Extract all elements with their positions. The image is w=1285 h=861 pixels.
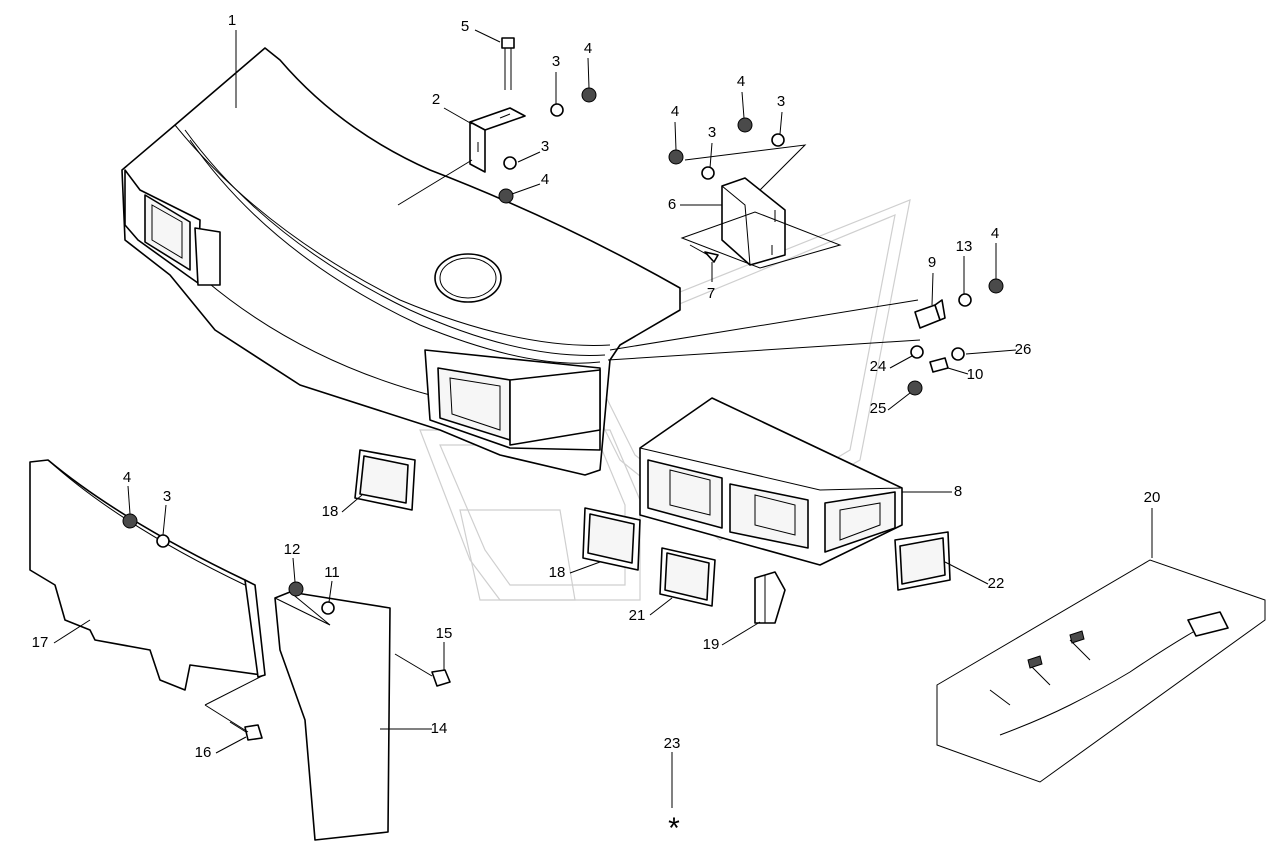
callout-c1: 1 — [228, 12, 236, 29]
callout-c13: 13 — [956, 238, 973, 255]
callout-c5: 5 — [461, 18, 469, 35]
callout-c4c: 4 — [671, 103, 679, 120]
callout-c23: 23 — [664, 735, 681, 752]
callout-c3c: 3 — [708, 124, 716, 141]
callout-c20: 20 — [1144, 489, 1161, 506]
work-light-22 — [894, 531, 951, 591]
callout-c26: 26 — [1015, 341, 1032, 358]
front-panel-part-1 — [121, 47, 681, 476]
callout-c4a: 4 — [584, 40, 592, 57]
bracket-part-6 — [668, 117, 842, 269]
marker-light-19 — [754, 571, 786, 624]
work-light-21 — [659, 547, 716, 607]
callout-c12: 12 — [284, 541, 301, 558]
callout-c19: 19 — [703, 636, 720, 653]
callout-c3a: 3 — [552, 53, 560, 70]
callout-c3b: 3 — [541, 138, 549, 155]
callout-c18b: 18 — [549, 564, 566, 581]
callout-c25: 25 — [870, 400, 887, 417]
callout-c7: 7 — [707, 285, 715, 302]
callout-c8: 8 — [954, 483, 962, 500]
callout-c18a: 18 — [322, 503, 339, 520]
callout-c4d: 4 — [737, 73, 745, 90]
callout-c2: 2 — [432, 91, 440, 108]
callout-c4b: 4 — [541, 171, 549, 188]
callout-c14: 14 — [431, 720, 448, 737]
callout-c17: 17 — [32, 634, 49, 651]
light-housing-part-8 — [639, 397, 903, 566]
callout-c10: 10 — [967, 366, 984, 383]
callout-c6: 6 — [668, 196, 676, 213]
work-light-18b — [582, 507, 641, 571]
callout-c16: 16 — [195, 744, 212, 761]
work-light-18a — [354, 449, 416, 511]
leader-lines — [53, 29, 1153, 808]
asterisk-mark: * — [668, 812, 680, 845]
callout-c4f: 4 — [123, 469, 131, 486]
callout-c3d: 3 — [777, 93, 785, 110]
bracket-part-9 — [607, 278, 1004, 396]
callout-c21: 21 — [629, 607, 646, 624]
side-panel-part-17 — [29, 459, 266, 691]
callout-c24: 24 — [870, 358, 887, 375]
callout-c22: 22 — [988, 575, 1005, 592]
callout-c9: 9 — [928, 254, 936, 271]
callout-c4e: 4 — [991, 225, 999, 242]
callout-c3e: 3 — [163, 488, 171, 505]
callout-c15: 15 — [436, 625, 453, 642]
bracket-part-2 — [397, 37, 597, 206]
side-panel-part-14 — [204, 581, 451, 841]
callout-c11: 11 — [324, 564, 340, 581]
wiring-harness-part-20 — [936, 559, 1266, 783]
